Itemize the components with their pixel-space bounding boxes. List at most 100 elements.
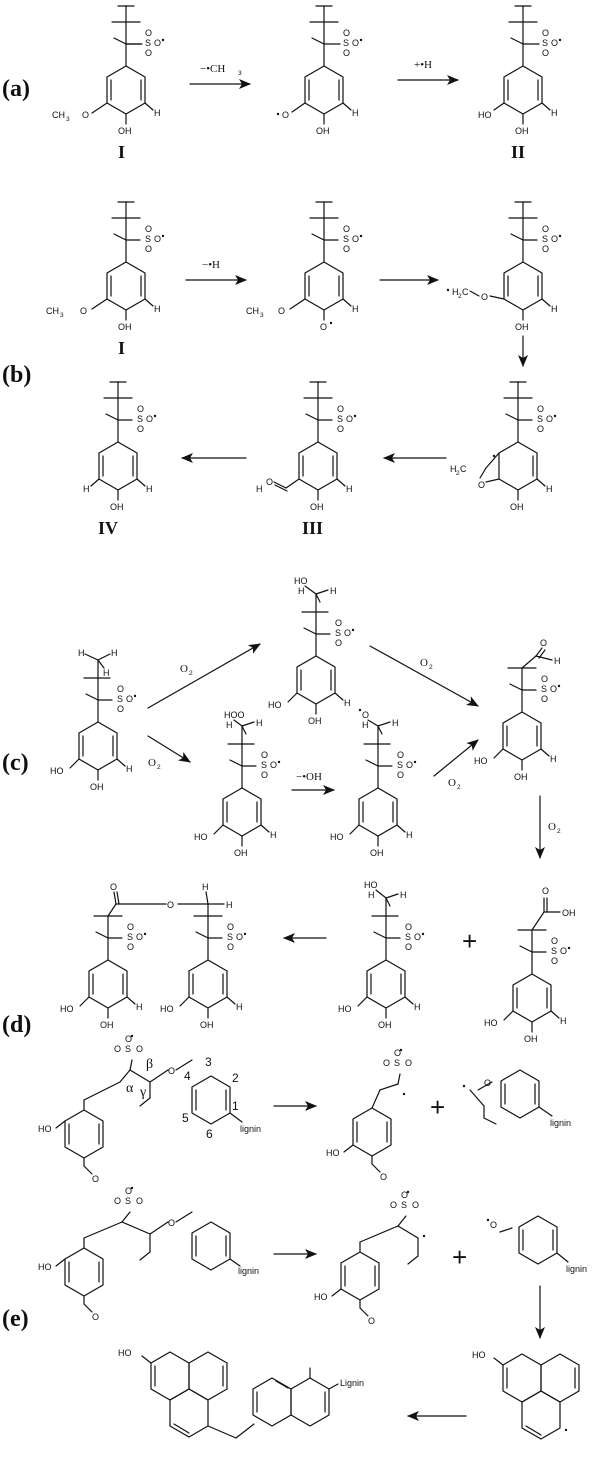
reaction-arrow xyxy=(370,646,479,706)
radical-dot xyxy=(277,760,281,764)
radical-dot xyxy=(359,234,363,238)
atom-o: O xyxy=(110,882,117,892)
radical-dot xyxy=(564,1428,568,1432)
compound-label-IV: IV xyxy=(98,518,118,538)
atom-h: H xyxy=(346,484,353,494)
ring-position-1: 1 xyxy=(232,1099,239,1113)
panel-label-b: (b) xyxy=(2,362,31,388)
atom-sub: 3 xyxy=(66,116,70,123)
atom-h: H xyxy=(111,648,118,658)
molecule-a3 xyxy=(494,6,550,124)
atom-h: H xyxy=(362,720,369,730)
atom-o: O xyxy=(154,234,161,244)
atom-s: S xyxy=(542,234,548,244)
atom-sub: 2 xyxy=(456,470,460,477)
atom-o: O xyxy=(227,942,234,952)
atom-s: S xyxy=(397,760,403,770)
reagent-sub: 2 xyxy=(157,764,161,771)
atom-h: H xyxy=(226,720,233,730)
compound-label-II: II xyxy=(511,142,525,162)
plus-sign: + xyxy=(462,926,477,956)
radical-dot xyxy=(462,1084,466,1088)
atom-s: S xyxy=(405,932,411,942)
atom-o: O xyxy=(227,922,234,932)
atom-oh: OH xyxy=(510,502,524,512)
atom-o: O xyxy=(127,922,134,932)
reagent-label: O xyxy=(448,777,456,789)
atom-o: O xyxy=(261,770,268,780)
atom-o: O xyxy=(478,480,485,490)
atom-s: S xyxy=(125,1196,131,1206)
molecule-c7 xyxy=(358,890,413,1018)
radical-dot xyxy=(486,1218,490,1222)
atom-o: O xyxy=(82,110,89,120)
atom-oh: OH xyxy=(200,1020,214,1030)
atom-oh: OH xyxy=(118,322,132,332)
reagent-sub: 3 xyxy=(238,70,242,77)
atom-h: H xyxy=(226,900,233,910)
atom-h2c: H xyxy=(452,287,459,297)
atom-o: O xyxy=(136,1196,143,1206)
atom-ho: HO xyxy=(38,1124,52,1134)
atom-o: O xyxy=(368,1316,375,1326)
atom-o: O xyxy=(484,1078,491,1088)
atom-o: O xyxy=(136,1044,143,1054)
atom-o: O xyxy=(137,404,144,414)
reaction-arrow xyxy=(148,736,191,762)
atom-o: O xyxy=(542,886,549,896)
lignin-label: Lignin xyxy=(340,1378,364,1388)
atom-ho: HO xyxy=(294,576,308,586)
atom-s: S xyxy=(137,414,143,424)
atom-o: O xyxy=(127,942,134,952)
atom-h: H xyxy=(256,484,263,494)
molecule-b1 xyxy=(92,202,153,320)
radical-dot xyxy=(567,946,571,950)
atom-o: O xyxy=(412,1200,419,1210)
atom-o: O xyxy=(346,414,353,424)
reagent-sub: 2 xyxy=(557,828,561,835)
atom-o: O xyxy=(537,424,544,434)
beta-label: β xyxy=(146,1057,153,1072)
radical-dot xyxy=(329,321,333,325)
atom-oh: OH xyxy=(90,782,104,792)
atom-oh: OH xyxy=(110,502,124,512)
radical-dot xyxy=(243,932,247,936)
atom-o: O xyxy=(405,1058,412,1068)
atom-o: O xyxy=(236,932,243,942)
compound-label-I: I xyxy=(118,142,125,162)
atom-o: O xyxy=(126,694,133,704)
molecule-e5 xyxy=(142,1352,338,1438)
atom-sub: 3 xyxy=(260,312,264,319)
reagent-label: −•OH xyxy=(296,771,322,783)
atom-o: O xyxy=(542,224,549,234)
atom-ho: HO xyxy=(50,766,64,776)
atom-o: O xyxy=(145,224,152,234)
atom-oh: OH xyxy=(118,126,132,136)
lignin-label: lignin xyxy=(566,1264,587,1274)
atom-h: H xyxy=(256,718,263,728)
atom-h: H xyxy=(270,830,277,840)
ring-position-4: 4 xyxy=(184,1069,191,1083)
atom-o: O xyxy=(405,922,412,932)
atom-o: O xyxy=(167,900,174,910)
radical-dot xyxy=(133,694,137,698)
atom-h: H xyxy=(78,648,85,658)
atom-s: S xyxy=(541,684,547,694)
atom-oh: OH xyxy=(515,322,529,332)
ring-position-3: 3 xyxy=(205,1055,212,1069)
atom-h: H xyxy=(546,484,553,494)
radical-dot xyxy=(161,38,165,42)
molecule-b2 xyxy=(290,202,351,320)
atom-o: O xyxy=(335,618,342,628)
atom-s: S xyxy=(125,1044,131,1054)
atom-ch3: CH xyxy=(52,110,65,120)
atom-oh: OH xyxy=(370,848,384,858)
atom-s: S xyxy=(542,38,548,48)
atom-h: H xyxy=(551,108,558,118)
molecule-d3 xyxy=(470,1070,552,1124)
atom-ho: HO xyxy=(268,700,282,710)
atom-o: O xyxy=(414,932,421,942)
atom-h: H xyxy=(400,890,407,900)
atom-h: H xyxy=(126,764,133,774)
panel-label-d: (d) xyxy=(2,1012,31,1038)
